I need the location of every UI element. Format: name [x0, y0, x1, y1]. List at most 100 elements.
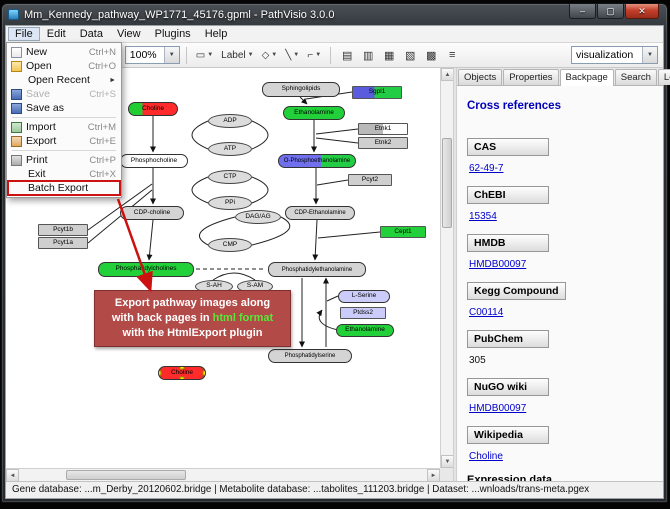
menu-plugins[interactable]: Plugins: [154, 28, 191, 40]
menu-data[interactable]: Data: [79, 28, 103, 40]
tab-properties[interactable]: Properties: [503, 69, 559, 85]
selection-handle[interactable]: [202, 367, 205, 370]
chevron-down-icon[interactable]: ▼: [642, 47, 657, 63]
tool-datanode-button[interactable]: ▭▼: [193, 45, 216, 65]
selection-handle[interactable]: [179, 376, 185, 379]
align-button-3[interactable]: ▧: [405, 49, 416, 62]
selection-handle[interactable]: [159, 376, 162, 379]
align-button-5[interactable]: ≡: [449, 49, 456, 61]
xref-id-link[interactable]: HMDB00097: [469, 403, 527, 414]
node-pcyt1a[interactable]: Pcyt1a: [38, 237, 88, 249]
tool-shape-button[interactable]: ◇▼: [259, 45, 281, 65]
scroll-left-icon[interactable]: ◄: [6, 469, 19, 481]
node-phosphocholine[interactable]: Phosphocholine: [120, 154, 188, 168]
xref-id-link[interactable]: 15354: [469, 211, 497, 222]
node-l-serine[interactable]: L-Serine: [338, 290, 390, 303]
xref-id-link[interactable]: C00114: [469, 307, 504, 318]
titlebar[interactable]: Mm_Kennedy_pathway_WP1771_45176.gpml - P…: [2, 4, 667, 25]
menu-view[interactable]: View: [116, 28, 141, 40]
xref-id-link[interactable]: HMDB00097: [469, 259, 527, 270]
node-ethanolamine[interactable]: Ethanolamine: [283, 106, 345, 120]
selection-handle[interactable]: [179, 367, 185, 370]
node-atp[interactable]: ATP: [208, 142, 252, 156]
chevron-down-icon[interactable]: ▼: [207, 52, 214, 58]
visualization-combobox[interactable]: visualization ▼: [571, 46, 658, 64]
minimize-button[interactable]: –: [569, 4, 596, 19]
node-s-ah[interactable]: S-AH: [195, 280, 233, 293]
menu-item-label: Open Recent: [28, 74, 90, 86]
file-menu-item-open-recent[interactable]: Open Recent►: [8, 73, 120, 87]
tool-line-button[interactable]: ╲▼: [282, 45, 302, 65]
node-choline[interactable]: Choline: [158, 366, 206, 380]
align-button-2[interactable]: ▦: [384, 49, 395, 62]
selection-handle[interactable]: [159, 367, 162, 370]
xref-id-link[interactable]: 62-49-7: [469, 163, 504, 174]
node-sphingolipids[interactable]: Sphingolipids: [262, 82, 340, 97]
vertical-scrollbar[interactable]: ▲ ▼: [440, 68, 453, 468]
node-adp[interactable]: ADP: [208, 114, 252, 128]
tab-search[interactable]: Search: [614, 69, 657, 85]
node-cept1[interactable]: Cept1: [380, 226, 426, 238]
node-phosphatidylethanolamine[interactable]: Phosphatidylethanolamine: [268, 262, 366, 277]
node-ethanolamine[interactable]: Ethanolamine: [336, 324, 394, 337]
node-ptdss2[interactable]: Ptdss2: [340, 307, 386, 319]
align-button-4[interactable]: ▩: [426, 49, 437, 62]
tab-backpage[interactable]: Backpage: [559, 69, 614, 86]
tool-label-button[interactable]: Label▼: [218, 45, 256, 65]
chevron-down-icon[interactable]: ▼: [163, 47, 179, 63]
node-etnk1[interactable]: Etnk1: [358, 123, 408, 135]
node-ppi[interactable]: PPi: [208, 196, 252, 210]
file-menu-item-save-as[interactable]: Save as: [8, 101, 120, 115]
tab-objects[interactable]: Objects: [458, 69, 503, 85]
selection-handle[interactable]: [202, 376, 205, 379]
node-pcyt1b[interactable]: Pcyt1b: [38, 224, 88, 236]
vertical-scroll-thumb[interactable]: [442, 138, 452, 228]
align-button-0[interactable]: ▤: [342, 49, 353, 62]
node-o-phosphoethanolamine[interactable]: O-Phosphoethanolamine: [278, 154, 356, 168]
tool-connector-button[interactable]: ⌐▼: [304, 45, 324, 65]
node-etnk2[interactable]: Etnk2: [358, 137, 408, 149]
node-ctp[interactable]: CTP: [208, 170, 252, 184]
chevron-down-icon[interactable]: ▼: [293, 52, 300, 58]
node-sgpl1[interactable]: Sgpl1: [352, 86, 402, 99]
scroll-up-icon[interactable]: ▲: [441, 68, 453, 81]
menu-item-shortcut: Ctrl+N: [88, 46, 116, 58]
scroll-right-icon[interactable]: ►: [427, 469, 440, 481]
chevron-down-icon[interactable]: ▼: [247, 52, 254, 58]
node-cmp[interactable]: CMP: [208, 238, 252, 252]
node-phosphatidylcholines[interactable]: Phosphatidylcholines: [98, 262, 194, 277]
node-phosphatidylserine[interactable]: Phosphatidylserine: [268, 349, 352, 363]
tab-legend[interactable]: Legend: [657, 69, 670, 85]
node-cdp-choline[interactable]: CDP-choline: [120, 206, 184, 220]
node-choline[interactable]: Choline: [128, 102, 178, 116]
zoom-combobox[interactable]: 100% ▼: [124, 46, 180, 64]
maximize-button[interactable]: ▢: [597, 4, 624, 19]
node-dag-ag[interactable]: DAG/AG: [235, 210, 281, 224]
selection-handle[interactable]: [159, 370, 162, 376]
align-button-1[interactable]: ▥: [363, 49, 374, 62]
menu-file[interactable]: File: [8, 27, 40, 41]
horizontal-scroll-thumb[interactable]: [66, 470, 186, 480]
horizontal-scrollbar[interactable]: ◄ ►: [6, 468, 440, 481]
close-button[interactable]: ✕: [625, 4, 659, 19]
menu-help[interactable]: Help: [204, 28, 228, 40]
node-cdp-ethanolamine[interactable]: CDP-Ethanolamine: [285, 206, 355, 220]
scroll-down-icon[interactable]: ▼: [441, 455, 453, 468]
menu-edit[interactable]: Edit: [46, 28, 66, 40]
xref-id-link[interactable]: Choline: [469, 451, 503, 462]
node-pcyt2[interactable]: Pcyt2: [348, 174, 392, 186]
file-menu-item-batch-export[interactable]: Batch Export: [7, 180, 121, 196]
selection-handle[interactable]: [202, 370, 205, 376]
chevron-down-icon[interactable]: ▼: [315, 52, 322, 58]
chevron-down-icon[interactable]: ▼: [271, 52, 278, 58]
panel-splitter[interactable]: [453, 68, 457, 481]
